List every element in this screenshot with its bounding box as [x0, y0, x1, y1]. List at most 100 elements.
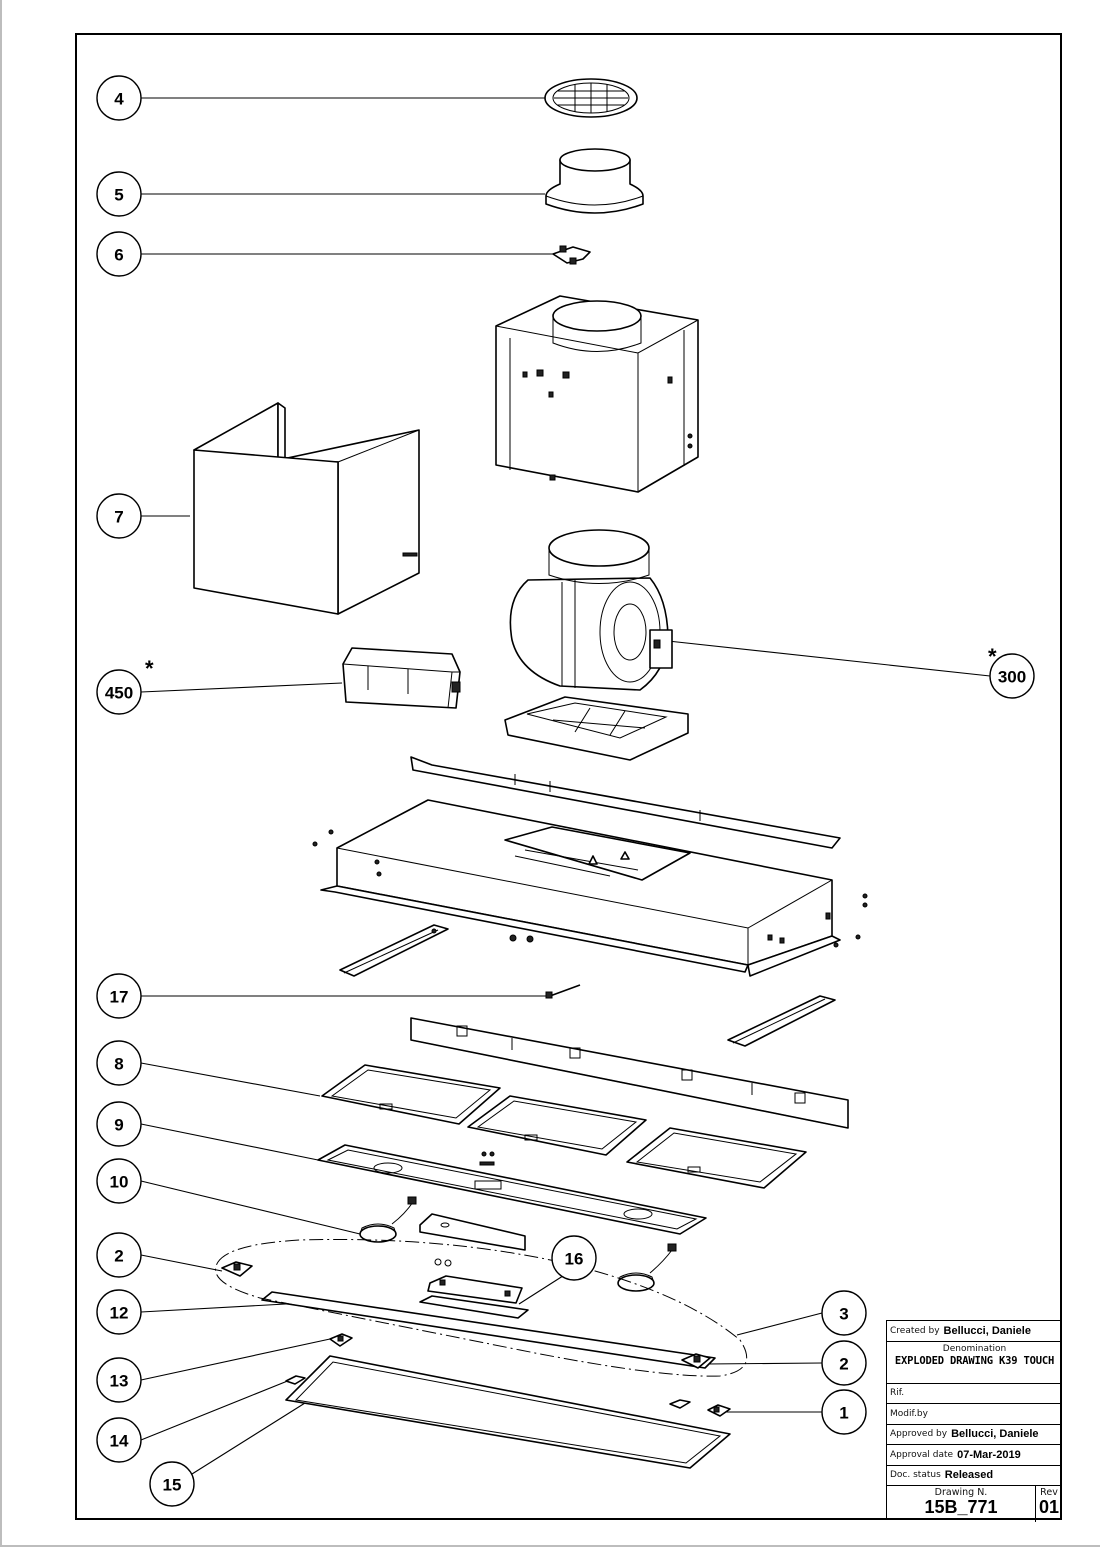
svg-text:9: 9	[114, 1116, 123, 1135]
drawing-number-row: Drawing N. 15B_771 Rev 01	[887, 1486, 1062, 1522]
callout-13: 13	[96, 1357, 142, 1403]
part-grille-4	[544, 78, 638, 118]
approved-by-label: Approved by	[890, 1429, 948, 1440]
part-top-strip	[410, 756, 841, 849]
callout-300: 300	[989, 653, 1035, 699]
denomination-label: Denomination	[942, 1343, 1007, 1354]
svg-text:13: 13	[110, 1372, 129, 1391]
leader-2b	[705, 1362, 823, 1365]
svg-text:10: 10	[110, 1173, 129, 1192]
leader-9	[140, 1123, 319, 1161]
part-pad-14	[285, 1375, 306, 1385]
modif-row: Modif.by	[887, 1404, 1062, 1425]
callout-3: 3	[821, 1290, 867, 1336]
drawing-number-value: 15B_771	[924, 1497, 998, 1517]
drawing-number-label: Drawing N.	[934, 1487, 988, 1498]
part-grease-filter-8	[321, 1064, 501, 1125]
approval-date-value: 07-Mar-2019	[957, 1448, 1021, 1461]
leader-16	[518, 1273, 567, 1305]
doc-status-row: Doc. status Released	[887, 1466, 1062, 1486]
modif-label: Modif.by	[890, 1408, 928, 1419]
callout-8: 8	[96, 1040, 142, 1086]
svg-text:6: 6	[114, 246, 123, 265]
created-by-label: Created by	[890, 1325, 940, 1336]
denomination-row: Denomination EXPLODED DRAWING K39 TOUCH	[887, 1344, 1062, 1384]
svg-text:16: 16	[565, 1250, 584, 1269]
part-grease-filter-center	[467, 1095, 647, 1156]
leader-2a	[140, 1254, 223, 1272]
callout-12: 12	[96, 1289, 142, 1335]
part-control-box-450	[342, 647, 461, 709]
part-fan-housing	[495, 295, 699, 493]
part-clip-13	[329, 1333, 353, 1347]
leader-14	[140, 1379, 291, 1441]
approval-date-label: Approval date	[890, 1449, 954, 1460]
part-clip-2a	[221, 1261, 253, 1277]
part-lamp-10	[359, 1196, 417, 1243]
revision-value: 01	[1038, 1497, 1060, 1517]
callout-2a: 2	[96, 1232, 142, 1278]
leader-3	[736, 1312, 823, 1336]
callout-10: 10	[96, 1158, 142, 1204]
part-touch-module-16	[427, 1275, 523, 1304]
callout-1: 1	[821, 1389, 867, 1435]
part-hood-body	[320, 799, 841, 977]
callouts: 4 5 6 7 450 300 17 8 9 10 2 16	[96, 75, 1035, 1507]
callout-4: 4	[96, 75, 142, 121]
rif-label: Rif.	[890, 1388, 905, 1399]
leader-15	[191, 1402, 306, 1475]
svg-text:2: 2	[839, 1355, 848, 1374]
drawing-number-cell: Drawing N. 15B_771	[887, 1486, 1036, 1522]
part-charcoal-filter	[504, 696, 689, 761]
doc-status-label: Doc. status	[890, 1470, 941, 1481]
part-clip-2b	[681, 1353, 711, 1369]
part-grease-filter-right	[626, 1127, 807, 1189]
svg-text:7: 7	[114, 508, 123, 527]
part-bottom-frame-15	[285, 1355, 731, 1469]
leader-450	[140, 682, 343, 693]
svg-text:12: 12	[110, 1304, 129, 1323]
svg-text:5: 5	[114, 186, 123, 205]
part-clip-1	[707, 1404, 731, 1417]
leader-8	[140, 1062, 321, 1097]
assembly-boundary-3	[215, 1238, 748, 1377]
part-channel	[419, 1213, 526, 1267]
created-by-value: Bellucci, Daniele	[943, 1324, 1031, 1337]
svg-text:3: 3	[839, 1305, 848, 1324]
part-rod-17	[545, 984, 581, 999]
callout-15: 15	[149, 1461, 195, 1507]
callout-2b: 2	[821, 1340, 867, 1386]
part-lamp-frame-9	[317, 1144, 707, 1235]
approved-by-value: Bellucci, Daniele	[951, 1428, 1039, 1441]
svg-text:14: 14	[110, 1432, 129, 1451]
callout-14: 14	[96, 1417, 142, 1463]
callout-450: 450	[96, 669, 142, 715]
svg-text:300: 300	[998, 668, 1026, 687]
rif-row: Rif.	[887, 1384, 1062, 1404]
screws	[312, 829, 868, 948]
svg-text:1: 1	[839, 1404, 848, 1423]
revision-cell: Rev 01	[1036, 1486, 1062, 1522]
title-block: Created by Bellucci, Daniele Denominatio…	[886, 1320, 1062, 1522]
denomination-value: EXPLODED DRAWING K39 TOUCH	[894, 1354, 1055, 1367]
leader-13	[140, 1338, 331, 1381]
callout-6: 6	[96, 231, 142, 277]
page-edge-left	[0, 0, 2, 1545]
asterisk-450: *	[145, 656, 154, 681]
callout-16: 16	[551, 1235, 597, 1281]
part-bracket-right	[727, 995, 836, 1047]
part-clip-6	[552, 245, 591, 265]
part-front-panel	[410, 1017, 849, 1129]
part-chimney-cover-7	[193, 402, 420, 615]
callout-5: 5	[96, 171, 142, 217]
part-collar-5	[545, 148, 644, 214]
leader-10	[140, 1180, 361, 1235]
part-motor-300	[509, 529, 673, 691]
created-by-row: Created by Bellucci, Daniele	[887, 1321, 1062, 1342]
part-bracket-left	[339, 924, 449, 977]
callout-9: 9	[96, 1101, 142, 1147]
drawing-frame	[75, 33, 1062, 1520]
leader-300	[667, 640, 991, 677]
part-pad-right	[669, 1399, 691, 1409]
